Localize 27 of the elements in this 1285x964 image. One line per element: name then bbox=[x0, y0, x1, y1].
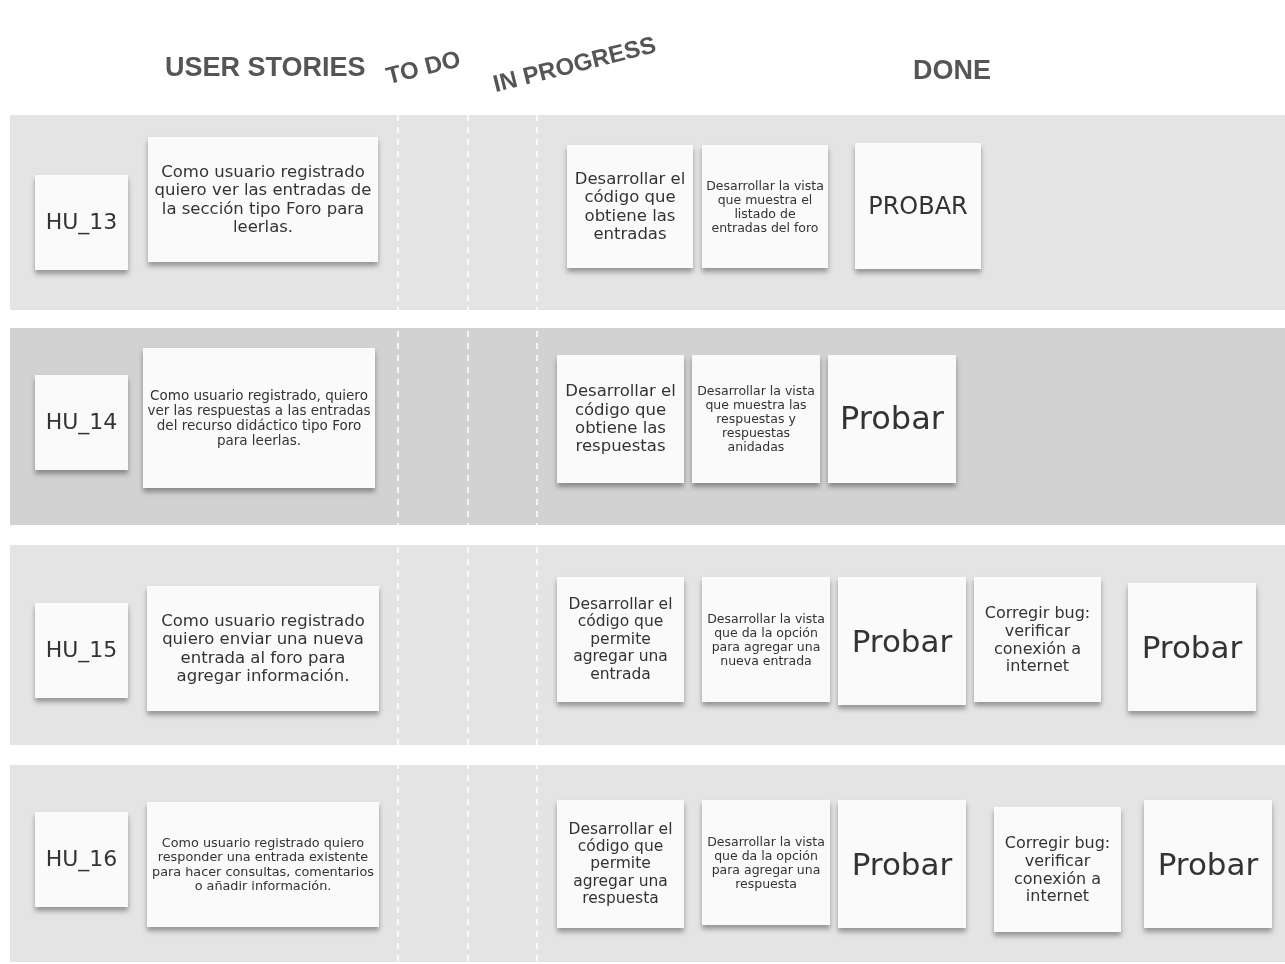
task-note: Corregir bug: verificar conexión a internet bbox=[994, 807, 1121, 932]
story-id-note: HU_14 bbox=[35, 375, 128, 470]
column-header: DONE bbox=[913, 55, 991, 86]
task-note: Desarrollar el código que permite agregar una respuesta bbox=[557, 800, 684, 928]
task-note: Desarrollar la vista que muestra el listado de entradas del foro bbox=[702, 145, 828, 268]
user-story-note: Como usuario registrado quiero ver las entradas de la sección tipo Foro para leerlas. bbox=[148, 137, 378, 262]
task-note: Probar bbox=[1128, 583, 1256, 711]
task-note: Probar bbox=[838, 577, 966, 705]
task-note: Desarrollar el código que permite agregar una entrada bbox=[557, 577, 684, 702]
story-id-note: HU_13 bbox=[35, 175, 128, 270]
task-note: Desarrollar la vista que muestra las respuestas y respuestas anidadas bbox=[692, 355, 820, 483]
column-header: USER STORIES bbox=[165, 52, 366, 83]
user-story-note: Como usuario registrado quiero enviar una nueva entrada al foro para agregar información. bbox=[147, 586, 379, 711]
task-note: Desarrollar el código que obtiene las entradas bbox=[567, 145, 693, 268]
task-note: Desarrollar la vista que da la opción para agregar una respuesta bbox=[702, 800, 830, 925]
task-note: Desarrollar el código que obtiene las respuestas bbox=[557, 355, 684, 483]
task-note: Probar bbox=[828, 355, 956, 483]
task-note: Probar bbox=[838, 800, 966, 928]
task-note: PROBAR bbox=[855, 143, 981, 269]
user-story-note: Como usuario registrado quiero responder una entrada existente para hacer consultas, comentarios o añadir información. bbox=[147, 802, 379, 927]
story-id-note: HU_15 bbox=[35, 603, 128, 698]
task-note: Probar bbox=[1144, 800, 1272, 928]
task-note: Desarrollar la vista que da la opción para agregar una nueva entrada bbox=[702, 577, 830, 702]
task-note: Corregir bug: verificar conexión a internet bbox=[974, 577, 1101, 702]
user-story-note: Como usuario registrado, quiero ver las respuestas a las entradas del recurso didáctico tipo Foro para leerlas. bbox=[143, 348, 375, 488]
story-id-note: HU_16 bbox=[35, 812, 128, 907]
column-header: TO DO bbox=[383, 44, 464, 90]
